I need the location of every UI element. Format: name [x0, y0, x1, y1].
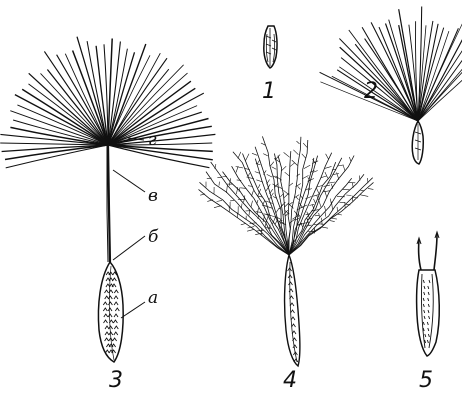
fruit1-achene [264, 26, 277, 68]
label-g: г [148, 130, 157, 150]
figure-number-1: 1 [262, 79, 276, 104]
fruit3-beak [107, 145, 110, 262]
figure-number-3: 3 [109, 368, 123, 393]
fruit3-achene [98, 262, 123, 362]
label-v: в [148, 186, 158, 206]
label-b: б [148, 227, 159, 247]
figure-number-4: 4 [283, 368, 297, 393]
fruit5-achene [417, 232, 440, 356]
fruit4-achene [285, 255, 300, 366]
figure-number-2: 2 [364, 79, 378, 104]
fruit2-pappus [320, 7, 462, 122]
fruit4-plumose-pappus [199, 136, 374, 255]
figure-number-5: 5 [419, 368, 433, 393]
label-a: а [148, 288, 158, 308]
fruit2-achene [412, 121, 423, 164]
